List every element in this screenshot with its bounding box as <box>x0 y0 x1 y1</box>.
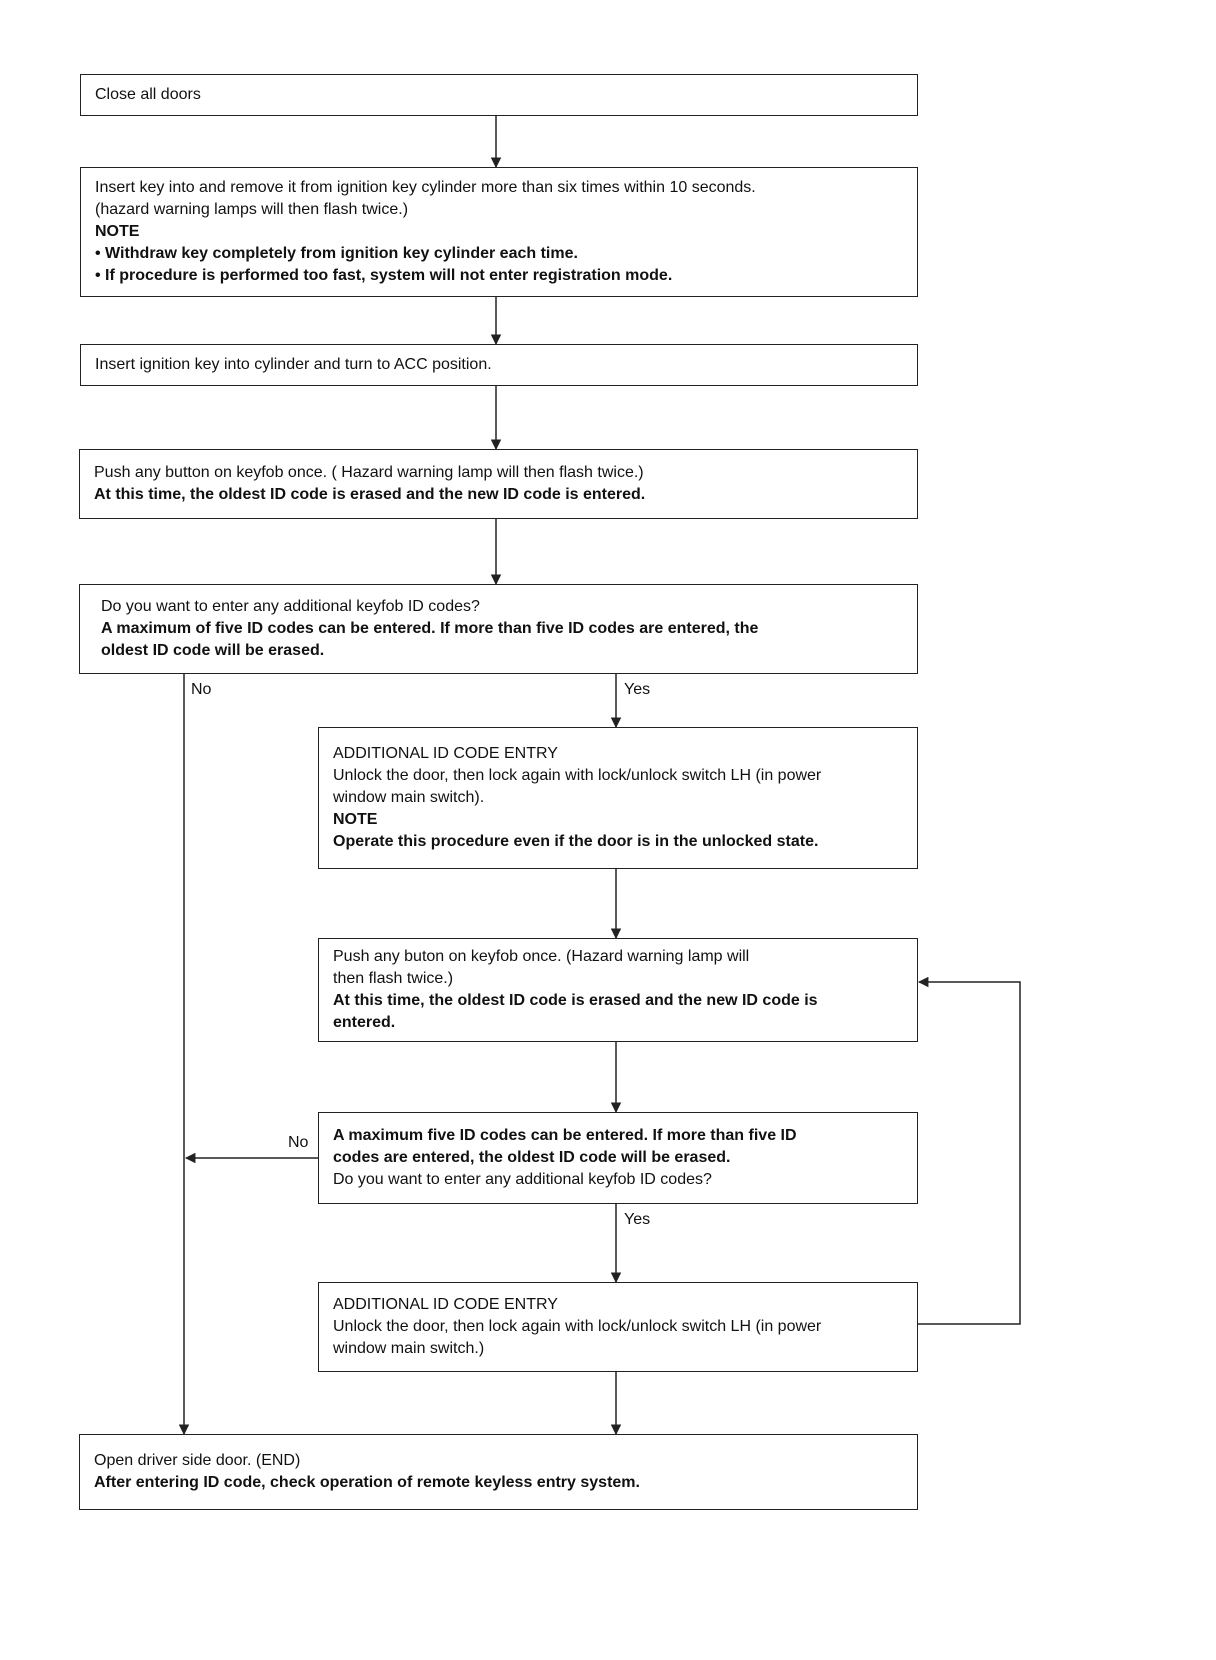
step-text: Close all doors <box>95 86 201 103</box>
step-text: Push any button on keyfob once. ( Hazard… <box>94 464 644 481</box>
step-text: ADDITIONAL ID CODE ENTRY <box>333 745 558 762</box>
step-text: Unlock the door, then lock again with lo… <box>333 1318 822 1335</box>
step-end-open-driver-door: Open driver side door. (END) After enter… <box>79 1434 918 1510</box>
step-text: then flash twice.) <box>333 970 454 987</box>
branch-label-yes: Yes <box>624 681 651 698</box>
step-bold-text: After entering ID code, check operation … <box>94 1474 640 1491</box>
decision-max-five-codes: A maximum five ID codes can be entered. … <box>318 1112 918 1204</box>
branch-label-no: No <box>288 1134 309 1151</box>
step-acc-position: Insert ignition key into cylinder and tu… <box>80 344 918 386</box>
step-bold-text: A maximum of five ID codes can be entere… <box>101 620 759 637</box>
branch-label-no: No <box>191 681 212 698</box>
step-text: ADDITIONAL ID CODE ENTRY <box>333 1296 558 1313</box>
note-label: NOTE <box>333 811 378 828</box>
step-text: window main switch). <box>333 789 485 806</box>
step-text: Insert ignition key into cylinder and tu… <box>95 356 492 373</box>
note-label: NOTE <box>95 223 140 240</box>
step-text: window main switch.) <box>333 1340 485 1357</box>
step-insert-remove-key: Insert key into and remove it from ignit… <box>80 167 918 297</box>
step-bold-text: entered. <box>333 1014 396 1031</box>
step-bold-text: A maximum five ID codes can be entered. … <box>333 1127 797 1144</box>
step-bold-text: oldest ID code will be erased. <box>101 642 325 659</box>
step-text: Unlock the door, then lock again with lo… <box>333 767 822 784</box>
loop-back-arrow <box>917 976 1021 1325</box>
branch-label-yes: Yes <box>624 1211 651 1228</box>
step-text: Do you want to enter any additional keyf… <box>333 1171 712 1188</box>
step-text: Open driver side door. (END) <box>94 1452 301 1469</box>
step-push-keyfob-first: Push any button on keyfob once. ( Hazard… <box>79 449 918 519</box>
step-text: Push any buton on keyfob once. (Hazard w… <box>333 948 750 965</box>
step-text: Insert key into and remove it from ignit… <box>95 179 756 196</box>
step-bold-text: At this time, the oldest ID code is eras… <box>333 992 818 1009</box>
decision-additional-codes: Do you want to enter any additional keyf… <box>79 584 918 674</box>
step-text: Do you want to enter any additional keyf… <box>101 598 480 615</box>
note-text: • If procedure is performed too fast, sy… <box>95 267 673 284</box>
step-push-keyfob-second: Push any buton on keyfob once. (Hazard w… <box>318 938 918 1042</box>
note-text: • Withdraw key completely from ignition … <box>95 245 578 262</box>
step-bold-text: codes are entered, the oldest ID code wi… <box>333 1149 731 1166</box>
step-text: (hazard warning lamps will then flash tw… <box>95 201 409 218</box>
note-text: Operate this procedure even if the door … <box>333 833 819 850</box>
step-additional-entry-2: ADDITIONAL ID CODE ENTRY Unlock the door… <box>318 1282 918 1372</box>
step-bold-text: At this time, the oldest ID code is eras… <box>94 486 646 503</box>
step-close-all-doors: Close all doors <box>80 74 918 116</box>
step-additional-entry-1: ADDITIONAL ID CODE ENTRY Unlock the door… <box>318 727 918 869</box>
